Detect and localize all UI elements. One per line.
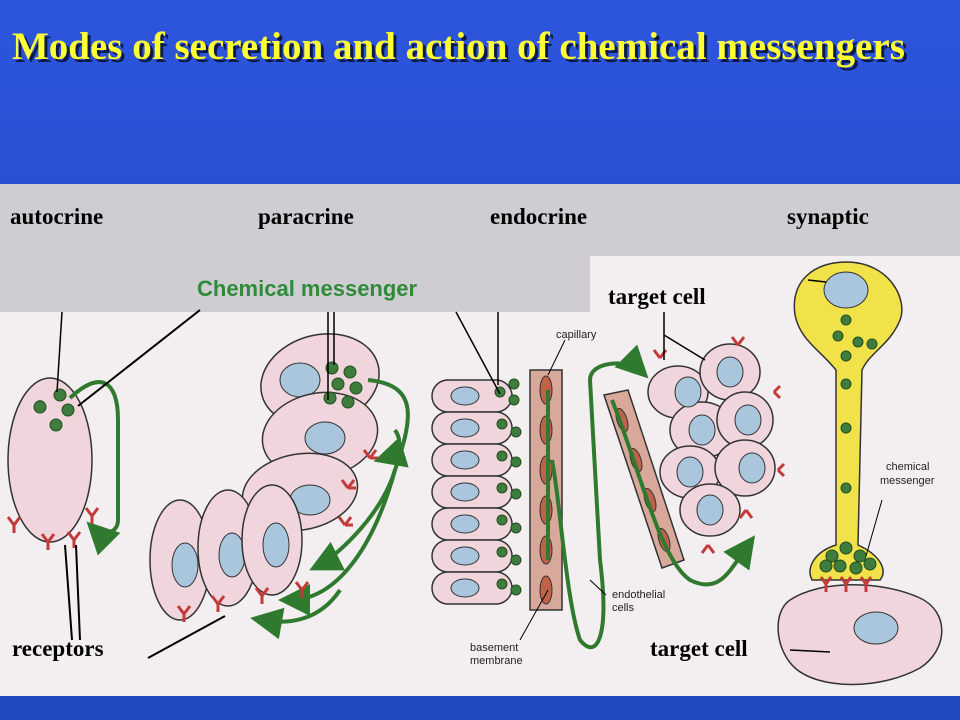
secretion-diagram: capillary endothelial cells basement mem… [0, 256, 960, 696]
figure-label-messenger: messenger [880, 475, 935, 487]
target-cell-label-bottom: target cell [650, 636, 748, 661]
chemical-messenger-label: Chemical messenger [197, 276, 418, 301]
endocrine-gland: capillary endothelial cells basement mem… [431, 311, 786, 667]
figure-label-endothelial-2: cells [612, 602, 635, 614]
figure-label-chemical: chemical [886, 461, 929, 473]
synaptic-neuron: chemical messenger [777, 261, 943, 686]
figure-label-basement-1: basement [470, 642, 518, 654]
slide-header [0, 0, 960, 184]
mode-label-synaptic: synaptic [787, 204, 869, 229]
receptors-label: receptors [12, 636, 104, 661]
paracrine-cells [149, 312, 410, 640]
autocrine-cell [6, 311, 121, 556]
figure-label-endothelial-1: endothelial [612, 589, 665, 601]
figure-label-basement-2: membrane [470, 655, 523, 667]
slide-footer-bar [0, 696, 960, 720]
mode-label-autocrine: autocrine [10, 204, 104, 229]
figure-label-capillary: capillary [556, 329, 597, 341]
target-cell-label-top: target cell [608, 284, 706, 309]
slide-title: Modes of secretion and action of chemica… [12, 25, 905, 68]
mode-label-endocrine: endocrine [490, 204, 588, 229]
mode-label-paracrine: paracrine [258, 204, 354, 229]
